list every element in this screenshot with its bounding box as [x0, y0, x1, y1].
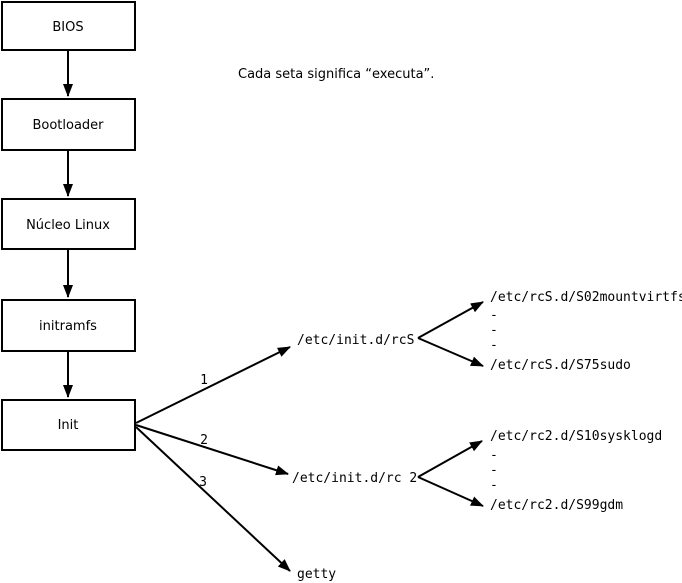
- branch-number-1: 1: [200, 373, 208, 388]
- flow-box-initramfs: [1, 299, 136, 352]
- arrow-rc2-to-last-script: [417, 476, 484, 507]
- arrow-rcS-to-first-script: [417, 301, 484, 339]
- annotation-text: Cada seta significa “executa”.: [238, 67, 434, 82]
- rcS-script-first: /etc/rcS.d/S02mountvirtfs: [490, 290, 682, 305]
- flow-box-bios-label: BIOS: [52, 20, 83, 35]
- flow-box-bios: [1, 1, 136, 51]
- branch-target-getty: getty: [297, 567, 336, 582]
- rc2-script-first: /etc/rc2.d/S10sysklogd: [490, 429, 662, 444]
- flow-box-bootloader: [1, 98, 136, 151]
- rc2-script-last: /etc/rc2.d/S99gdm: [490, 498, 623, 513]
- rcS-ellipsis-dash-2: -: [490, 323, 498, 338]
- rcS-script-last: /etc/rcS.d/S75sudo: [490, 358, 631, 373]
- flow-box-initramfs-label: initramfs: [39, 319, 97, 334]
- arrow-rc2-to-first-script: [417, 440, 483, 478]
- branch-number-3: 3: [199, 475, 207, 490]
- branch-target-rc2: /etc/init.d/rc 2: [292, 471, 417, 486]
- rc2-ellipsis-dash-2: -: [490, 463, 498, 478]
- arrow-rcS-to-last-script: [417, 337, 484, 367]
- rcS-ellipsis-dash-1: -: [490, 308, 498, 323]
- arrow-init-to-rc2: [135, 424, 289, 476]
- rc2-ellipsis-dash-1: -: [490, 448, 498, 463]
- rc2-ellipsis-dash-3: -: [490, 478, 498, 493]
- flow-box-init: [1, 399, 136, 451]
- flow-box-bootloader-label: Bootloader: [32, 118, 104, 133]
- flow-box-init-label: Init: [58, 418, 79, 433]
- branch-target-rcS: /etc/init.d/rcS: [297, 333, 414, 348]
- arrow-init-to-rcS: [135, 346, 291, 424]
- arrow-init-to-getty: [135, 426, 291, 572]
- flow-box-kernel-label: Núcleo Linux: [26, 218, 110, 233]
- branch-number-2: 2: [200, 433, 208, 448]
- rcS-ellipsis-dash-3: -: [490, 338, 498, 353]
